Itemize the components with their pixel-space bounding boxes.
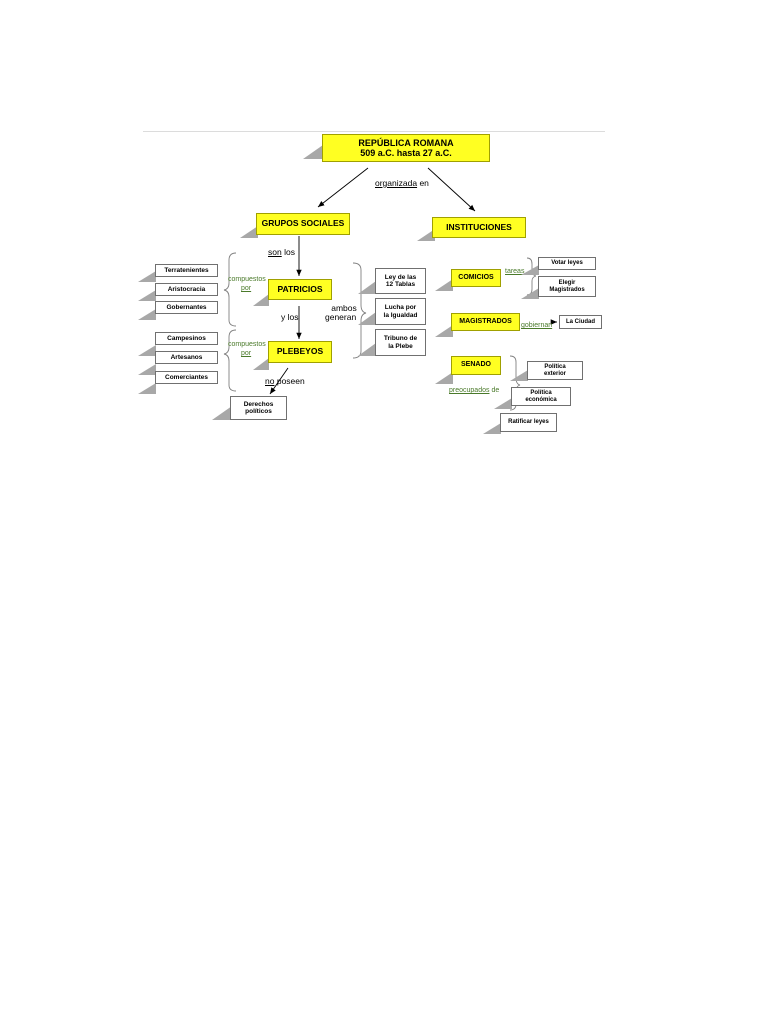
item-shadow — [494, 398, 512, 409]
label-compuestos-1: compuestos — [228, 276, 266, 283]
link-word-en: en — [419, 178, 429, 188]
label-generan: generan — [325, 312, 357, 322]
label-no-poseen: no poseen — [265, 377, 305, 386]
item-shadow — [138, 364, 156, 375]
magistrados-node: MAGISTRADOS — [451, 313, 520, 331]
generan-item-line: la Plebe — [388, 342, 413, 350]
label-gobiernan: gobiernan — [521, 322, 553, 329]
item-shadow — [138, 383, 156, 394]
senado-item: Política exterior — [527, 361, 583, 380]
label-ambos: ambos — [331, 303, 357, 313]
senado-item-line: económica — [525, 396, 557, 403]
brace-comicios — [526, 257, 537, 296]
comicios-item: Elegir Magistrados — [538, 276, 596, 297]
comicios-item: Votar leyes — [538, 257, 596, 270]
item-shadow — [138, 290, 156, 301]
generan-item-line: 12 Tablas — [385, 281, 416, 288]
item-shadow — [510, 370, 528, 381]
plebeyos-item: Artesanos — [155, 351, 218, 364]
root-node: REPÚBLICA ROMANA 509 a.C. hasta 27 a.C. — [322, 134, 490, 162]
brace-senado — [509, 355, 521, 411]
item-shadow — [138, 309, 156, 320]
generan-item: Lucha por la Igualdad — [375, 298, 426, 325]
senado-item-line: exterior — [543, 370, 566, 377]
arrow-to-derechos — [269, 367, 289, 395]
top-rule — [143, 131, 605, 132]
senado-item: Ratificar leyes — [500, 413, 557, 432]
patricios-node: PATRICIOS — [268, 279, 332, 300]
senado-item: Política económica — [511, 387, 571, 406]
senado-item-line: Política — [544, 363, 566, 370]
generan-item-line: Lucha por — [384, 304, 417, 312]
generan-item-line: Tribuno de — [383, 335, 418, 343]
plebeyos-item: Comerciantes — [155, 371, 218, 384]
patricios-item: Aristocracia — [155, 283, 218, 296]
link-word-preocupados: preocupados — [449, 387, 490, 394]
link-word-no: no — [265, 376, 275, 386]
comicios-item-line: Elegir — [558, 279, 576, 286]
label-son-los: son los — [268, 248, 295, 257]
link-word-poseen: poseen — [276, 376, 305, 386]
senado-item-line: Política — [530, 389, 552, 396]
patricios-item: Gobernantes — [155, 301, 218, 314]
plebeyos-node: PLEBEYOS — [268, 341, 332, 363]
brace-generan — [352, 262, 367, 359]
comicios-item-line: Magistrados — [549, 286, 585, 293]
generan-item-line: Ley de las — [384, 273, 417, 281]
generan-item-line: la Igualdad — [383, 311, 418, 319]
plebeyos-item: Campesinos — [155, 332, 218, 345]
arrow-to-instituciones — [427, 167, 476, 212]
label-compuestos-2: compuestos — [228, 341, 266, 348]
generan-item: Ley de las 12 Tablas — [375, 268, 426, 294]
item-shadow — [138, 271, 156, 282]
label-organizada-en: organizada en — [375, 179, 429, 188]
generan-item: Tribuno de la Plebe — [375, 329, 426, 356]
label-y-los: y los — [281, 312, 299, 322]
label-preocupados-de: preocupados de — [449, 387, 499, 394]
root-subtitle: 509 a.C. hasta 27 a.C. — [360, 148, 452, 158]
label-por-2: por — [241, 350, 252, 357]
item-shadow — [138, 345, 156, 356]
item-shadow — [483, 423, 501, 434]
link-word-organizada: organizada — [375, 178, 418, 188]
label-por-1: por — [241, 285, 252, 292]
senado-node: SENADO — [451, 356, 501, 375]
patricios-item: Terratenientes — [155, 264, 218, 277]
item-shadow — [521, 288, 539, 299]
brace-patricios — [223, 252, 237, 327]
brace-plebeyos — [223, 329, 237, 392]
arrow-to-grupos — [317, 167, 369, 208]
comicios-node: COMICIOS — [451, 269, 501, 287]
grupos-sociales-node: GRUPOS SOCIALES — [256, 213, 350, 235]
link-word-son: son — [268, 247, 282, 257]
root-title: REPÚBLICA ROMANA — [358, 137, 454, 148]
link-word-de: de — [491, 387, 500, 394]
derechos-line: Derechos — [243, 400, 274, 408]
label-tareas: tareas — [505, 268, 525, 275]
derechos-politicos: Derechos políticos — [230, 396, 287, 420]
item-shadow — [521, 265, 539, 275]
instituciones-node: INSTITUCIONES — [432, 217, 526, 238]
link-word-los: los — [284, 247, 295, 257]
magistrados-item: La Ciudad — [559, 315, 602, 329]
derechos-line: políticos — [245, 408, 272, 415]
